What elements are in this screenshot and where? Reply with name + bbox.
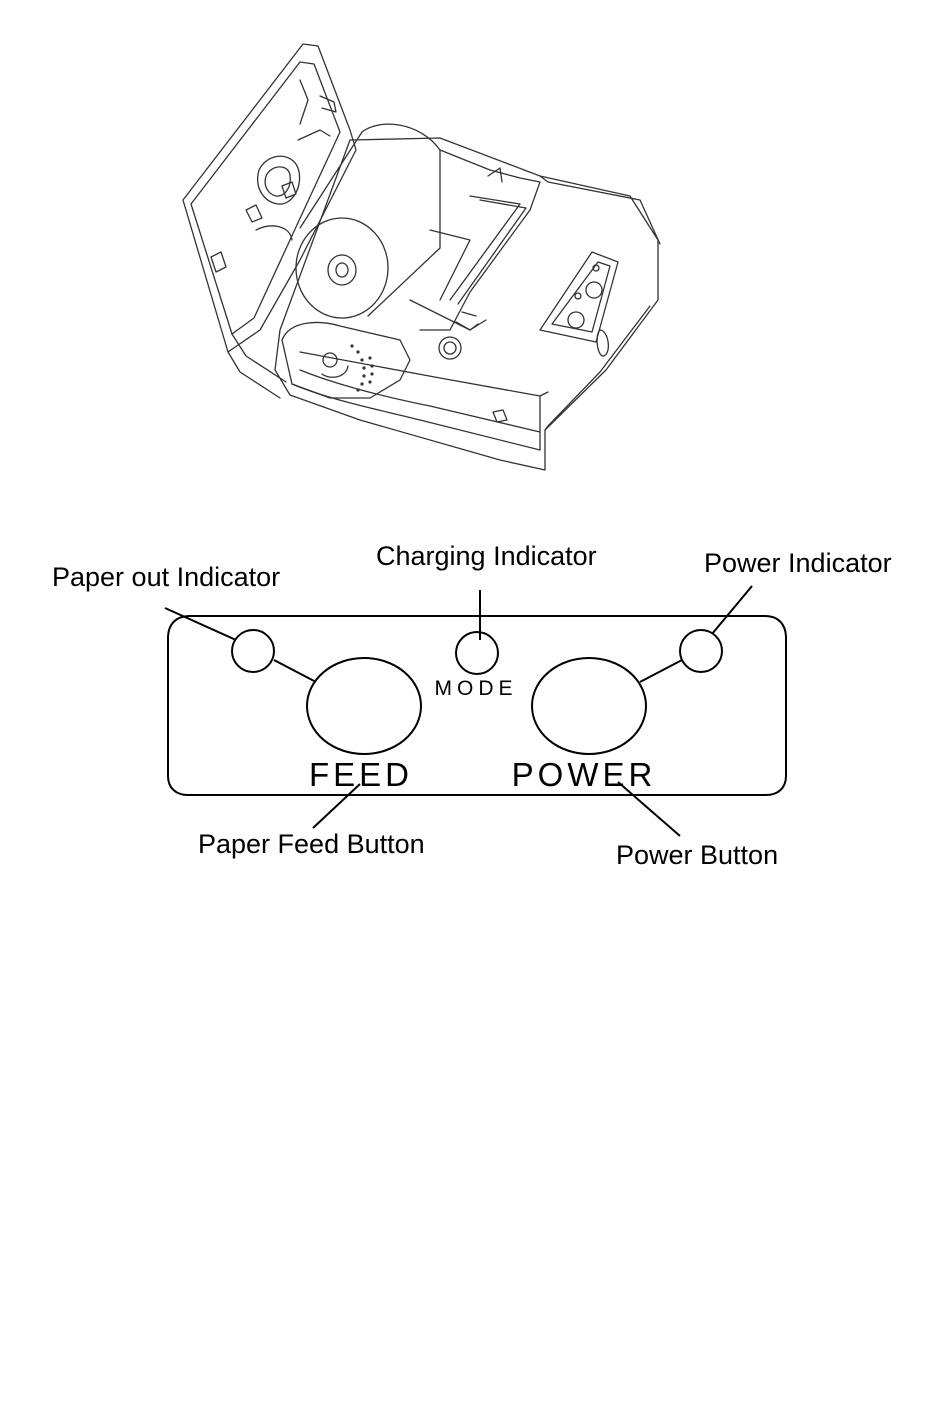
printer-illustration xyxy=(0,0,950,500)
paper-feed-button-label: Paper Feed Button xyxy=(198,831,425,858)
mode-label: MODE xyxy=(435,677,518,700)
power-label: POWER xyxy=(512,756,657,793)
printer-body xyxy=(275,138,660,470)
power-to-indicator-link xyxy=(640,660,682,682)
paper-roll xyxy=(296,124,440,318)
power-indicator-led xyxy=(680,630,722,672)
power-indicator-label: Power Indicator xyxy=(704,550,892,577)
paper-out-indicator-label: Paper out Indicator xyxy=(52,564,280,591)
power-button-label: Power Button xyxy=(616,842,778,869)
paper-out-leader xyxy=(165,608,236,640)
feed-button-shape[interactable] xyxy=(307,658,421,754)
charging-indicator-label: Charging Indicator xyxy=(376,543,597,570)
feed-to-indicator-link xyxy=(274,660,316,682)
paper-out-indicator-led xyxy=(232,630,274,672)
printer-control-panel xyxy=(540,252,618,356)
power-button-shape[interactable] xyxy=(532,658,646,754)
panel-outline xyxy=(168,616,786,795)
feed-label: FEED xyxy=(309,756,413,793)
printer-lid xyxy=(183,44,356,398)
power-indicator-leader xyxy=(712,586,752,634)
print-mechanism xyxy=(410,150,540,359)
charging-indicator-led xyxy=(456,632,498,674)
